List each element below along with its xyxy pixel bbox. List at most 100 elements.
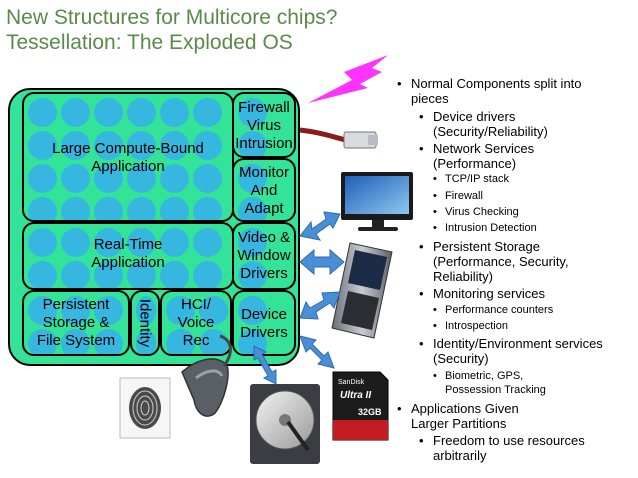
partition-video-drivers: Video & Window Drivers — [232, 222, 296, 290]
core-cell — [28, 197, 57, 220]
bullet-applications: • Applications Given Larger Partitions — [397, 401, 519, 431]
core-cell — [160, 228, 189, 257]
core-cell — [127, 228, 156, 257]
core-cell — [127, 261, 156, 288]
core-cell — [94, 197, 123, 220]
large-app-label-2: Application — [91, 158, 165, 175]
core-cell — [199, 329, 228, 354]
core-cell — [61, 131, 90, 160]
core-cell — [160, 164, 189, 193]
core-cell — [193, 228, 222, 257]
firewall-label-1: Firewall — [238, 99, 290, 116]
hard-disk-icon — [250, 384, 320, 464]
hci-label-1: HCI/ — [181, 296, 211, 313]
multicore-chip: Large Compute-Bound Application Firewall… — [8, 88, 300, 366]
core-cell — [61, 164, 90, 193]
core-cell — [166, 329, 195, 354]
bullet-tcpip: •TCP/IP stack — [433, 173, 509, 185]
large-app-label-1: Large Compute-Bound — [52, 140, 204, 157]
core-cell — [136, 296, 156, 325]
core-cell — [193, 98, 222, 127]
arrow-device-harddisk — [253, 345, 277, 385]
core-cell — [160, 98, 189, 127]
bullet-monitoring-services: •Monitoring services — [419, 286, 545, 301]
core-cell — [61, 261, 90, 288]
core-cell — [94, 228, 123, 257]
monitor-label-2: And — [250, 182, 278, 199]
core-cell — [28, 228, 57, 257]
hci-label-3: Rec — [182, 332, 210, 349]
arrow-video-phone — [299, 248, 345, 276]
device-label-2: Drivers — [240, 324, 288, 341]
bullet-freedom: • Freedom to use resources arbitrarily — [419, 433, 585, 463]
core-cell — [61, 98, 90, 127]
storage-label-2: Storage & — [42, 314, 110, 331]
video-label-1: Video & — [237, 229, 291, 246]
core-cell — [127, 164, 156, 193]
bullet-network-services: • Network Services (Performance) — [419, 141, 535, 171]
arrow-device-phone — [299, 291, 341, 320]
core-cell — [160, 131, 189, 160]
core-cell — [193, 261, 222, 288]
monitor-icon — [341, 172, 413, 231]
bullet-device-drivers: • Device drivers (Security/Reliability) — [419, 109, 548, 139]
core-cell — [193, 197, 222, 220]
bullet-performance-counters: •Performance counters — [433, 304, 554, 316]
headset-icon — [181, 334, 232, 417]
core-cell — [94, 131, 123, 160]
core-cell — [238, 197, 267, 220]
core-cell — [127, 98, 156, 127]
firewall-label-3: Intrusion — [235, 135, 293, 152]
core-cell — [238, 228, 267, 257]
bullet-firewall: •Firewall — [433, 190, 483, 202]
bullet-introspection: •Introspection — [433, 320, 508, 332]
bullet-identity-environment: • Identity/Environment services (Securit… — [419, 336, 603, 366]
core-cell — [166, 296, 195, 325]
core-cell — [238, 261, 267, 288]
core-cell — [160, 197, 189, 220]
video-label-3: Drivers — [240, 265, 288, 282]
partition-persistent-storage: Persistent Storage & File System — [22, 290, 130, 356]
core-cell — [94, 164, 123, 193]
video-label-2: Window — [237, 247, 291, 264]
core-cell — [28, 131, 57, 160]
realtime-label-2: Application — [91, 254, 165, 271]
monitor-label-1: Monitor — [238, 164, 290, 181]
core-cell — [94, 296, 123, 325]
core-cell — [238, 296, 267, 325]
core-cell — [199, 296, 228, 325]
partition-firewall: Firewall Virus Intrusion — [232, 92, 296, 158]
core-cell — [127, 197, 156, 220]
smartphone-icon — [331, 242, 393, 339]
core-cell — [94, 329, 123, 354]
core-cell — [28, 296, 57, 325]
core-cell — [61, 296, 90, 325]
bullet-persistent-storage: • Persistent Storage (Performance, Secur… — [419, 239, 569, 284]
monitor-label-3: Adapt — [244, 200, 284, 217]
partition-monitor-adapt: Monitor And Adapt — [232, 158, 296, 222]
storage-label-1: Persistent — [42, 296, 110, 313]
partition-large-compute-app: Large Compute-Bound Application — [22, 92, 234, 222]
partition-identity: Identity — [130, 290, 160, 356]
core-cell — [238, 164, 267, 193]
core-cell — [61, 197, 90, 220]
bullet-intrusion-detection: •Intrusion Detection — [433, 222, 537, 234]
device-label-1: Device — [241, 306, 287, 323]
core-cell — [94, 261, 123, 288]
core-cell — [127, 131, 156, 160]
sd-card-size: 32GB — [358, 407, 382, 417]
partition-device-drivers: Device Drivers — [232, 290, 296, 356]
hci-label-2: Voice — [177, 314, 215, 331]
core-cell — [28, 261, 57, 288]
core-cell — [28, 329, 57, 354]
bullet-biometric: • Biometric, GPS, Possession Tracking — [433, 370, 546, 396]
partition-realtime-app: Real-Time Application — [22, 222, 234, 290]
slide-title-line1: New Structures for Multicore chips? — [6, 6, 338, 29]
core-cell — [193, 164, 222, 193]
sd-card-brand: SanDisk — [338, 379, 365, 386]
sd-card-icon: SanDisk Ultra II 32GB — [332, 371, 389, 441]
fingerprint-icon — [119, 377, 171, 439]
lightning-bolt-icon — [308, 55, 388, 103]
core-cell — [94, 98, 123, 127]
